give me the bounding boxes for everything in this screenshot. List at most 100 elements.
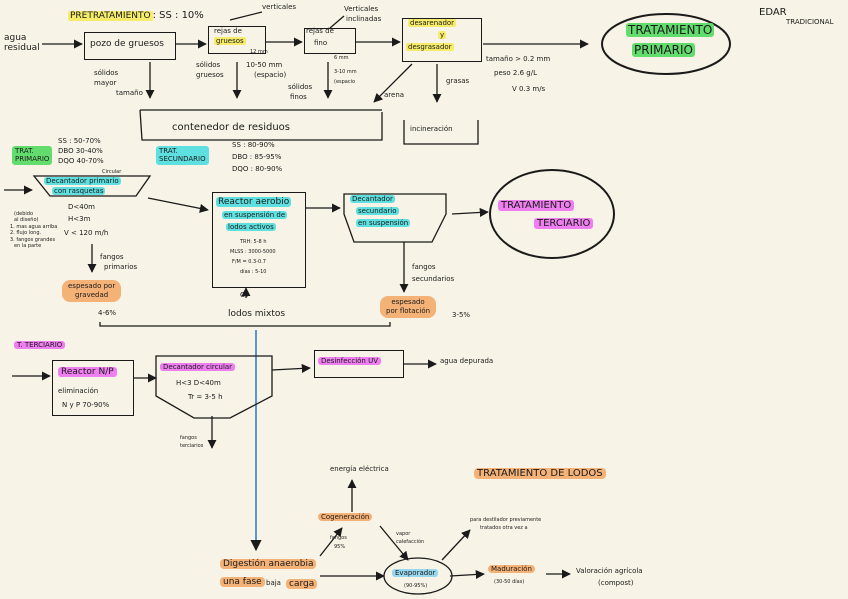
- incineracion-label: incineración: [410, 125, 453, 133]
- rejas-gruesos-solids-1: sólidos: [196, 61, 221, 69]
- rejas-finos-solids-1: sólidos: [288, 83, 313, 91]
- fangos-secundarios-2: secundarios: [412, 275, 455, 283]
- sludge-title: TRATAMIENTO DE LODOS: [474, 468, 606, 479]
- lodos-mixtos-bracket: [99, 322, 391, 327]
- valoracion-2: (compost): [598, 579, 634, 587]
- reactor-line2-wrap: en suspensión de: [222, 211, 288, 220]
- tratamiento-primario-1: TRATAMIENTO: [626, 23, 715, 37]
- decantador-primario-1-wrap: Decantador primario: [44, 177, 121, 186]
- oval-primario: [601, 13, 731, 75]
- pointer-verticales: [229, 11, 263, 21]
- circular-label: Circular: [102, 169, 122, 175]
- espesado-flotacion-1: espesado: [391, 298, 425, 306]
- decantador-secundario-1: Decantador: [350, 195, 395, 203]
- decantador-circular-shape: [155, 355, 273, 419]
- incineracion-frame: [403, 120, 479, 145]
- evaporador-wrap: Evaporador: [392, 569, 439, 578]
- desarenador-size: tamaño > 0.2 mm: [486, 55, 551, 63]
- secundario-ss: SS : 80-90%: [232, 141, 275, 149]
- desinfeccion-label: Desinfección UV: [318, 357, 381, 365]
- rejas-finos-1: rejas de: [306, 27, 334, 35]
- side-note-5: 3. fangos grandes: [10, 237, 56, 243]
- trat-primario-tag-1: TRAT.: [15, 147, 34, 155]
- espesado-gravedad-pct: 4-6%: [98, 309, 117, 317]
- desarenador-1: desarenador: [408, 19, 457, 27]
- fangos-terciarios-1: fangos: [180, 435, 197, 441]
- verticales-inclinadas-1: Verticales: [344, 5, 379, 13]
- arrow-evap-madur: [449, 569, 485, 580]
- reactor-title: Reactor aerobio: [216, 197, 292, 207]
- vapor-2: calefacción: [396, 539, 425, 545]
- rejas-gruesos-solids-2: gruesos: [196, 71, 224, 79]
- maduracion-label: Maduración: [488, 565, 535, 573]
- digestion-1: Digestión anaerobia: [220, 559, 317, 569]
- pozo-solids-3: tamaño: [116, 89, 143, 97]
- valoracion-1: Valoración agrícola: [576, 567, 643, 575]
- cogeneracion-label: Cogeneración: [318, 513, 373, 521]
- corner-title-tradicional: TRADICIONAL: [786, 18, 834, 26]
- fangos-pct-2: 95%: [334, 544, 346, 550]
- reactor-line3: lodos activos: [226, 223, 276, 231]
- decantador-primario-d: D<40m: [68, 203, 95, 211]
- depuradora-note-2: tratados otra vez a: [480, 525, 528, 531]
- rejas-finos-solids-2: finos: [290, 93, 307, 101]
- reactor-mlss: MLSS : 3000-5000: [230, 249, 276, 255]
- decantador-primario-1: Decantador primario: [44, 177, 121, 185]
- t-terciario-tag: T. TERCIARIO: [14, 341, 66, 349]
- arrow-dig-cogen: [319, 527, 343, 557]
- digestion-carga-wrap: carga: [286, 579, 318, 590]
- rejas-finos-mm: 6 mm: [334, 55, 349, 61]
- tratamiento-terciario-2: TERCIARIO: [534, 218, 594, 229]
- espesado-gravedad-1: espesado por: [68, 282, 116, 290]
- decantador-circular-label: Decantador circular: [160, 363, 236, 371]
- contenedor-label: contenedor de residuos: [172, 122, 290, 133]
- decantador-primario-v: V < 120 m/h: [64, 229, 109, 237]
- corner-title-edar: EDAR: [759, 7, 787, 18]
- reactor-line3-wrap: lodos activos: [226, 223, 276, 232]
- maduracion-wrap: Maduración: [488, 565, 535, 574]
- dec-sec-1-wrap: Decantador: [350, 195, 395, 204]
- decantador-secundario-shape: [343, 193, 447, 243]
- evaporador-sub: (90-95%): [404, 583, 428, 589]
- o2-label: O₂: [240, 291, 249, 299]
- rejas-gruesos-mm: 12 mm: [250, 49, 268, 55]
- vapor-1: vapor: [396, 531, 411, 537]
- verticales-inclinadas-2: inclinadas: [346, 15, 382, 23]
- fangos-primarios-1: fangos: [100, 253, 124, 261]
- rejas-gruesos-2: gruesos: [214, 37, 246, 45]
- cogeneracion-wrap: Cogeneración: [318, 513, 373, 522]
- agua-depurada-label: agua depurada: [440, 357, 494, 365]
- espesado-gravedad-2: gravedad: [74, 291, 109, 300]
- reactor-trh: TRH: 5-8 h: [240, 239, 267, 245]
- pretreatment-header: PRETRATAMIENTO: SS : 10%: [68, 10, 204, 22]
- decantador-primario-shape: [32, 175, 152, 197]
- reactor-np-1-wrap: Reactor N/P: [58, 367, 117, 378]
- grasas-label: grasas: [446, 77, 470, 85]
- decantador-circular-tr: Tr = 3-5 h: [188, 393, 223, 401]
- side-note-3: 1. mas agua arriba: [10, 224, 58, 230]
- trat-primario-tag-2: PRIMARIO: [15, 155, 50, 164]
- reactor-dias: días : 5-10: [240, 269, 267, 275]
- side-note-1: (debido: [14, 211, 33, 217]
- primario-dqo: DQO 40-70%: [58, 157, 104, 165]
- arrow-evap-note: [441, 529, 471, 561]
- desarenador-3: desgrasador: [406, 43, 454, 51]
- energia-label: energía eléctrica: [330, 465, 389, 473]
- verticales-label: verticales: [262, 3, 297, 11]
- desarenador-velocity: V 0.3 m/s: [512, 85, 546, 93]
- decantador-primario-2-wrap: con rasquetas: [52, 187, 106, 196]
- arrow-dec-uv: [271, 363, 311, 373]
- trat-secundario-tag: TRAT.SECUNDARIO: [156, 146, 209, 165]
- digestion-baja: baja: [266, 579, 281, 587]
- rejas-finos-spacing-2: (espacio: [334, 79, 356, 85]
- espesado-flotacion-2: por flotación: [386, 307, 431, 316]
- desinfeccion-box: [314, 350, 404, 378]
- reactor-np-1: Reactor N/P: [58, 367, 117, 377]
- side-note-4: 2. flujo long.: [10, 230, 42, 236]
- trat-secundario-tag-1: TRAT.: [159, 147, 178, 155]
- desarenador-3-wrap: desgrasador: [406, 43, 454, 52]
- pozo-solids-2: mayor: [94, 79, 117, 87]
- dec-sec-3-wrap: en suspensión: [356, 219, 411, 228]
